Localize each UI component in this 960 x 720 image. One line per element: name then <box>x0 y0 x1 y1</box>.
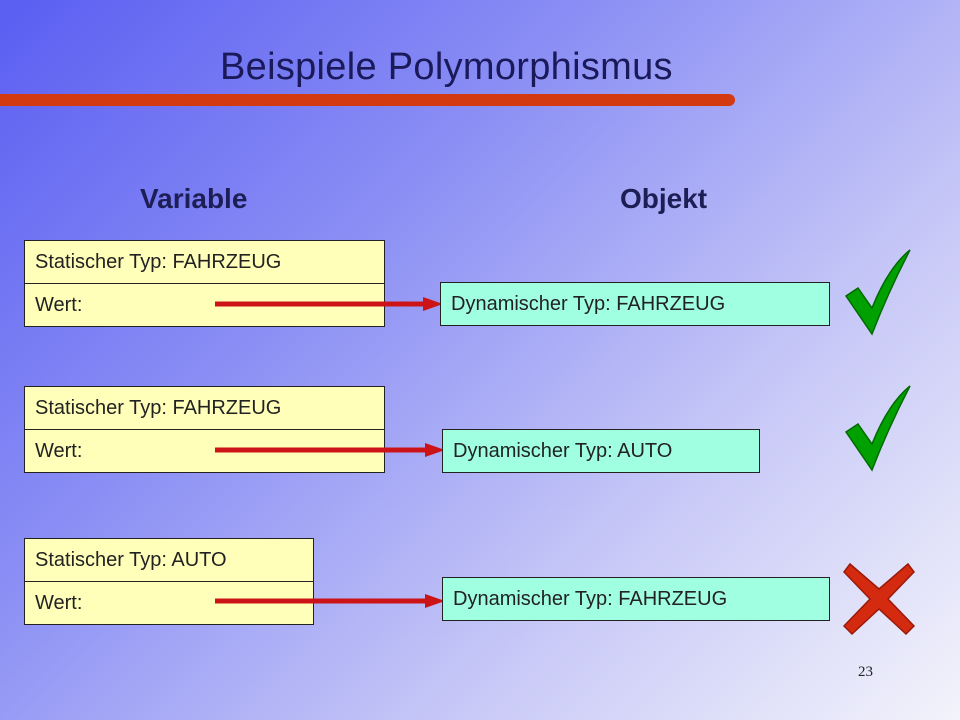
dynamic-type-box: Dynamischer Typ: AUTO <box>442 429 760 473</box>
static-type-box: Statischer Typ: FAHRZEUG <box>24 240 385 284</box>
check-icon <box>844 249 911 336</box>
reference-arrow <box>215 594 445 608</box>
reference-arrow <box>215 297 443 311</box>
slide-number: 23 <box>858 664 873 680</box>
title-underline-bar <box>0 94 735 106</box>
static-type-box: Statischer Typ: FAHRZEUG <box>24 386 385 430</box>
static-type-box: Statischer Typ: AUTO <box>24 538 314 582</box>
dynamic-type-box: Dynamischer Typ: FAHRZEUG <box>442 577 830 621</box>
cross-icon <box>842 562 916 636</box>
reference-arrow <box>215 443 445 457</box>
check-icon <box>844 385 911 472</box>
slide-title: Beispiele Polymorphismus <box>220 46 673 88</box>
column-heading-variable: Variable <box>140 183 248 214</box>
dynamic-type-box: Dynamischer Typ: FAHRZEUG <box>440 282 830 326</box>
column-heading-object: Objekt <box>620 183 708 214</box>
